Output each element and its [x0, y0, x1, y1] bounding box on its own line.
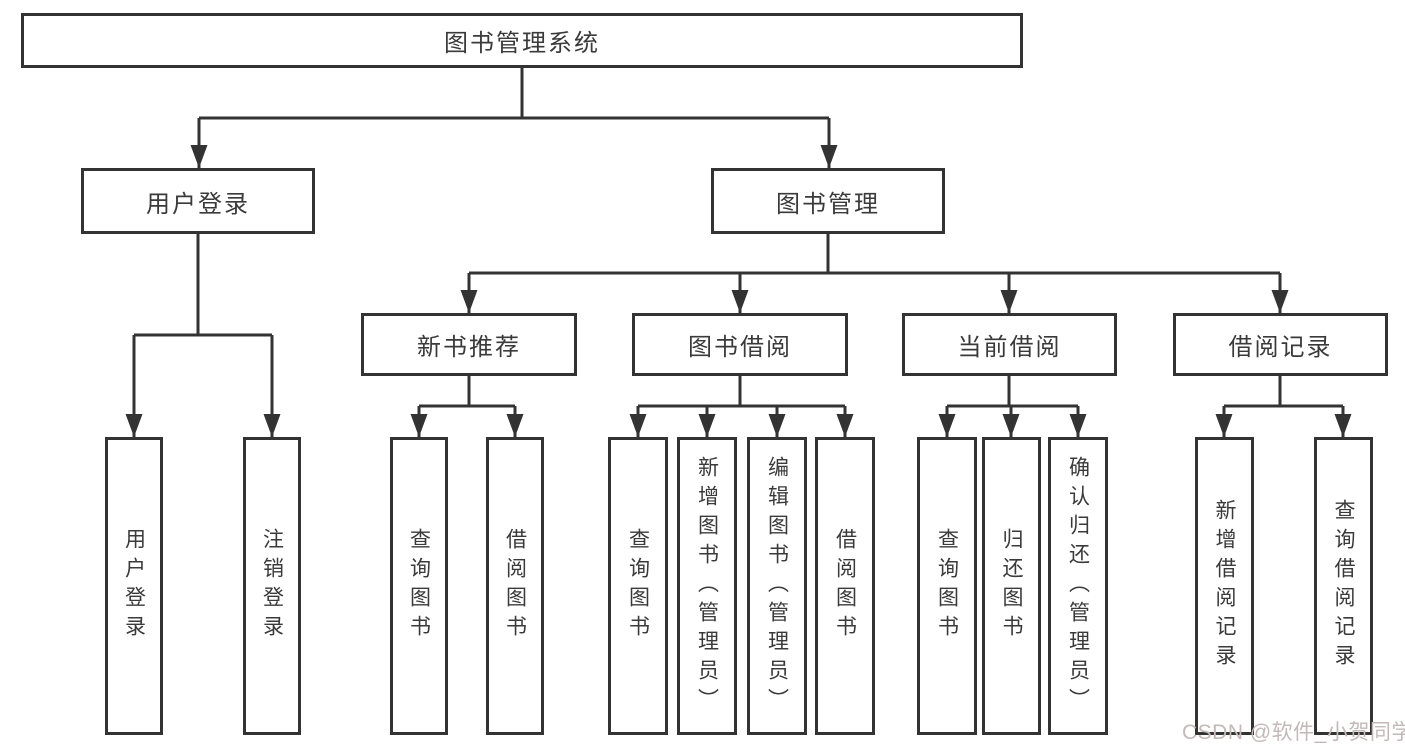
module-node-user-login: 用户登录: [81, 168, 315, 234]
leaf-node-confirm-return-admin: 确认归还（管理员）: [1048, 437, 1108, 735]
leaf-node-query-borrow-record: 查询借阅记录: [1314, 437, 1373, 735]
submodule-node-book-borrow: 图书借阅: [632, 313, 848, 376]
leaf-node-label: 新增借阅记录: [1213, 499, 1236, 673]
leaf-node-label: 编辑图书（管理员）: [765, 455, 789, 717]
leaf-node-label: 借阅图书: [833, 528, 857, 644]
leaf-node-query-book: 查询图书: [608, 437, 668, 735]
leaf-node-label: 注销登录: [260, 528, 284, 644]
leaf-node-label: 新增图书（管理员）: [695, 455, 719, 717]
leaf-node-query-book: 查询图书: [390, 437, 448, 735]
leaf-node-label: 查询图书: [935, 528, 959, 644]
module-node-label: 图书管理: [776, 190, 880, 218]
leaf-node-logout: 注销登录: [243, 437, 301, 735]
leaf-node-borrow-book: 借阅图书: [815, 437, 875, 735]
leaf-node-query-book: 查询图书: [917, 437, 977, 735]
root-node-label: 图书管理系统: [444, 30, 600, 57]
leaf-node-label: 查询借阅记录: [1332, 499, 1355, 673]
leaf-node-edit-book-admin: 编辑图书（管理员）: [747, 437, 807, 735]
leaf-node-label: 用户登录: [122, 528, 146, 644]
submodule-node-label: 新书推荐: [417, 334, 521, 361]
submodule-node-label: 借阅记录: [1228, 334, 1333, 361]
leaf-node-label: 借阅图书: [503, 528, 527, 644]
leaf-node-borrow-book: 借阅图书: [486, 437, 544, 735]
leaf-node-user-login: 用户登录: [105, 437, 163, 735]
leaf-node-label: 查询图书: [407, 528, 431, 644]
leaf-node-add-book-admin: 新增图书（管理员）: [677, 437, 737, 735]
leaf-node-label: 确认归还（管理员）: [1066, 455, 1090, 717]
module-node-label: 用户登录: [146, 190, 250, 218]
leaf-node-label: 查询图书: [626, 528, 650, 644]
leaf-node-return-book: 归还图书: [982, 437, 1041, 735]
submodule-node-borrow-record: 借阅记录: [1173, 313, 1388, 376]
module-node-book-management: 图书管理: [711, 168, 945, 234]
submodule-node-label: 图书借阅: [688, 334, 792, 361]
submodule-node-new-book-recommend: 新书推荐: [361, 313, 577, 376]
leaf-node-add-borrow-record: 新增借阅记录: [1195, 437, 1254, 735]
submodule-node-current-borrow: 当前借阅: [902, 313, 1117, 376]
submodule-node-label: 当前借阅: [957, 334, 1062, 361]
csdn-watermark: CSDN @软件_小贺同学: [1182, 721, 1405, 744]
leaf-node-label: 归还图书: [1000, 528, 1023, 644]
root-node-library-management-system: 图书管理系统: [21, 13, 1023, 68]
